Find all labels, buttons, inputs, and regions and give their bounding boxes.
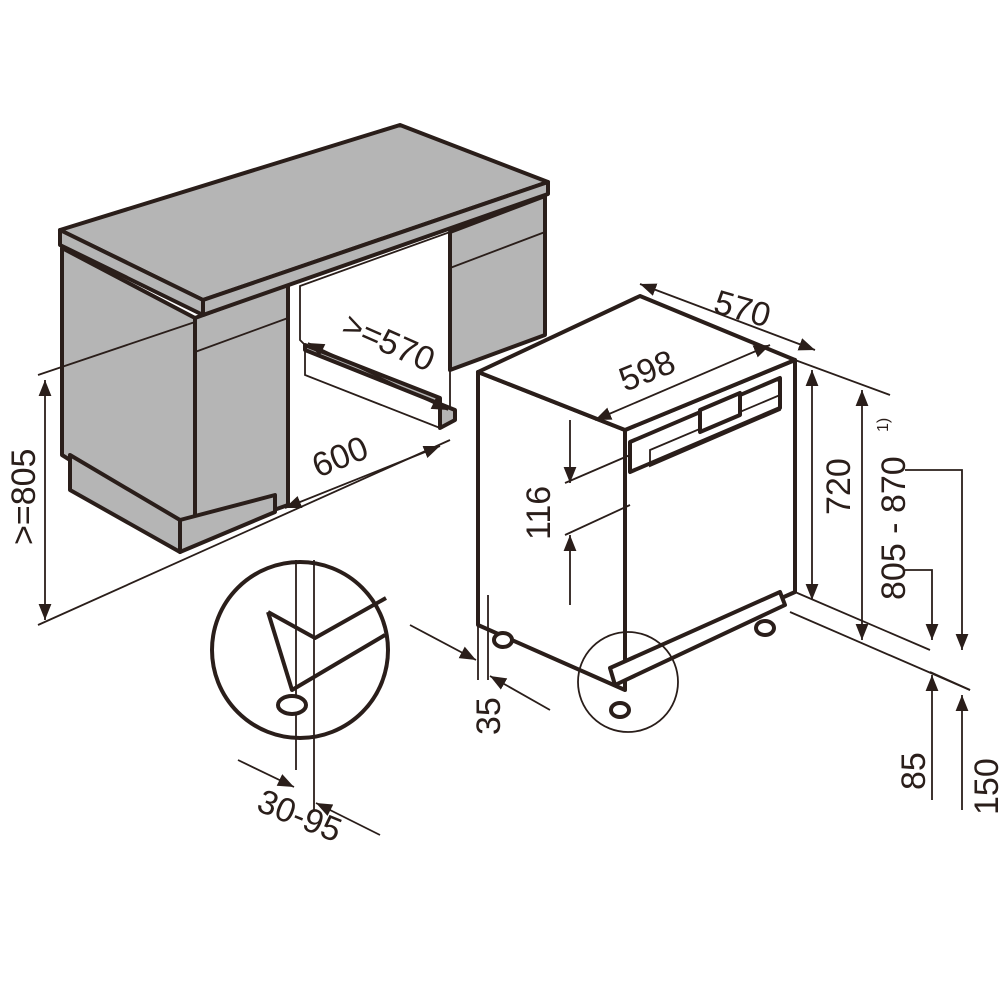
label-panel-height: 116 [520, 486, 558, 540]
label-toe-recess: 35 [470, 697, 508, 735]
label-plinth-adjust: 30-95 [252, 782, 347, 850]
kitchen-cabinet [58, 123, 550, 554]
label-plinth-85: 85 [895, 752, 933, 790]
label-height-range: 805 - 870 [875, 456, 913, 600]
label-niche-height: >=805 [5, 449, 43, 545]
dimension-lines [37, 283, 971, 836]
label-height-range-footnote: 1) [875, 418, 892, 432]
label-plinth-150: 150 [968, 758, 1000, 815]
label-appliance-height: 720 [820, 458, 858, 515]
plinth-detail [210, 560, 390, 810]
detail-marker-circle [577, 631, 679, 733]
